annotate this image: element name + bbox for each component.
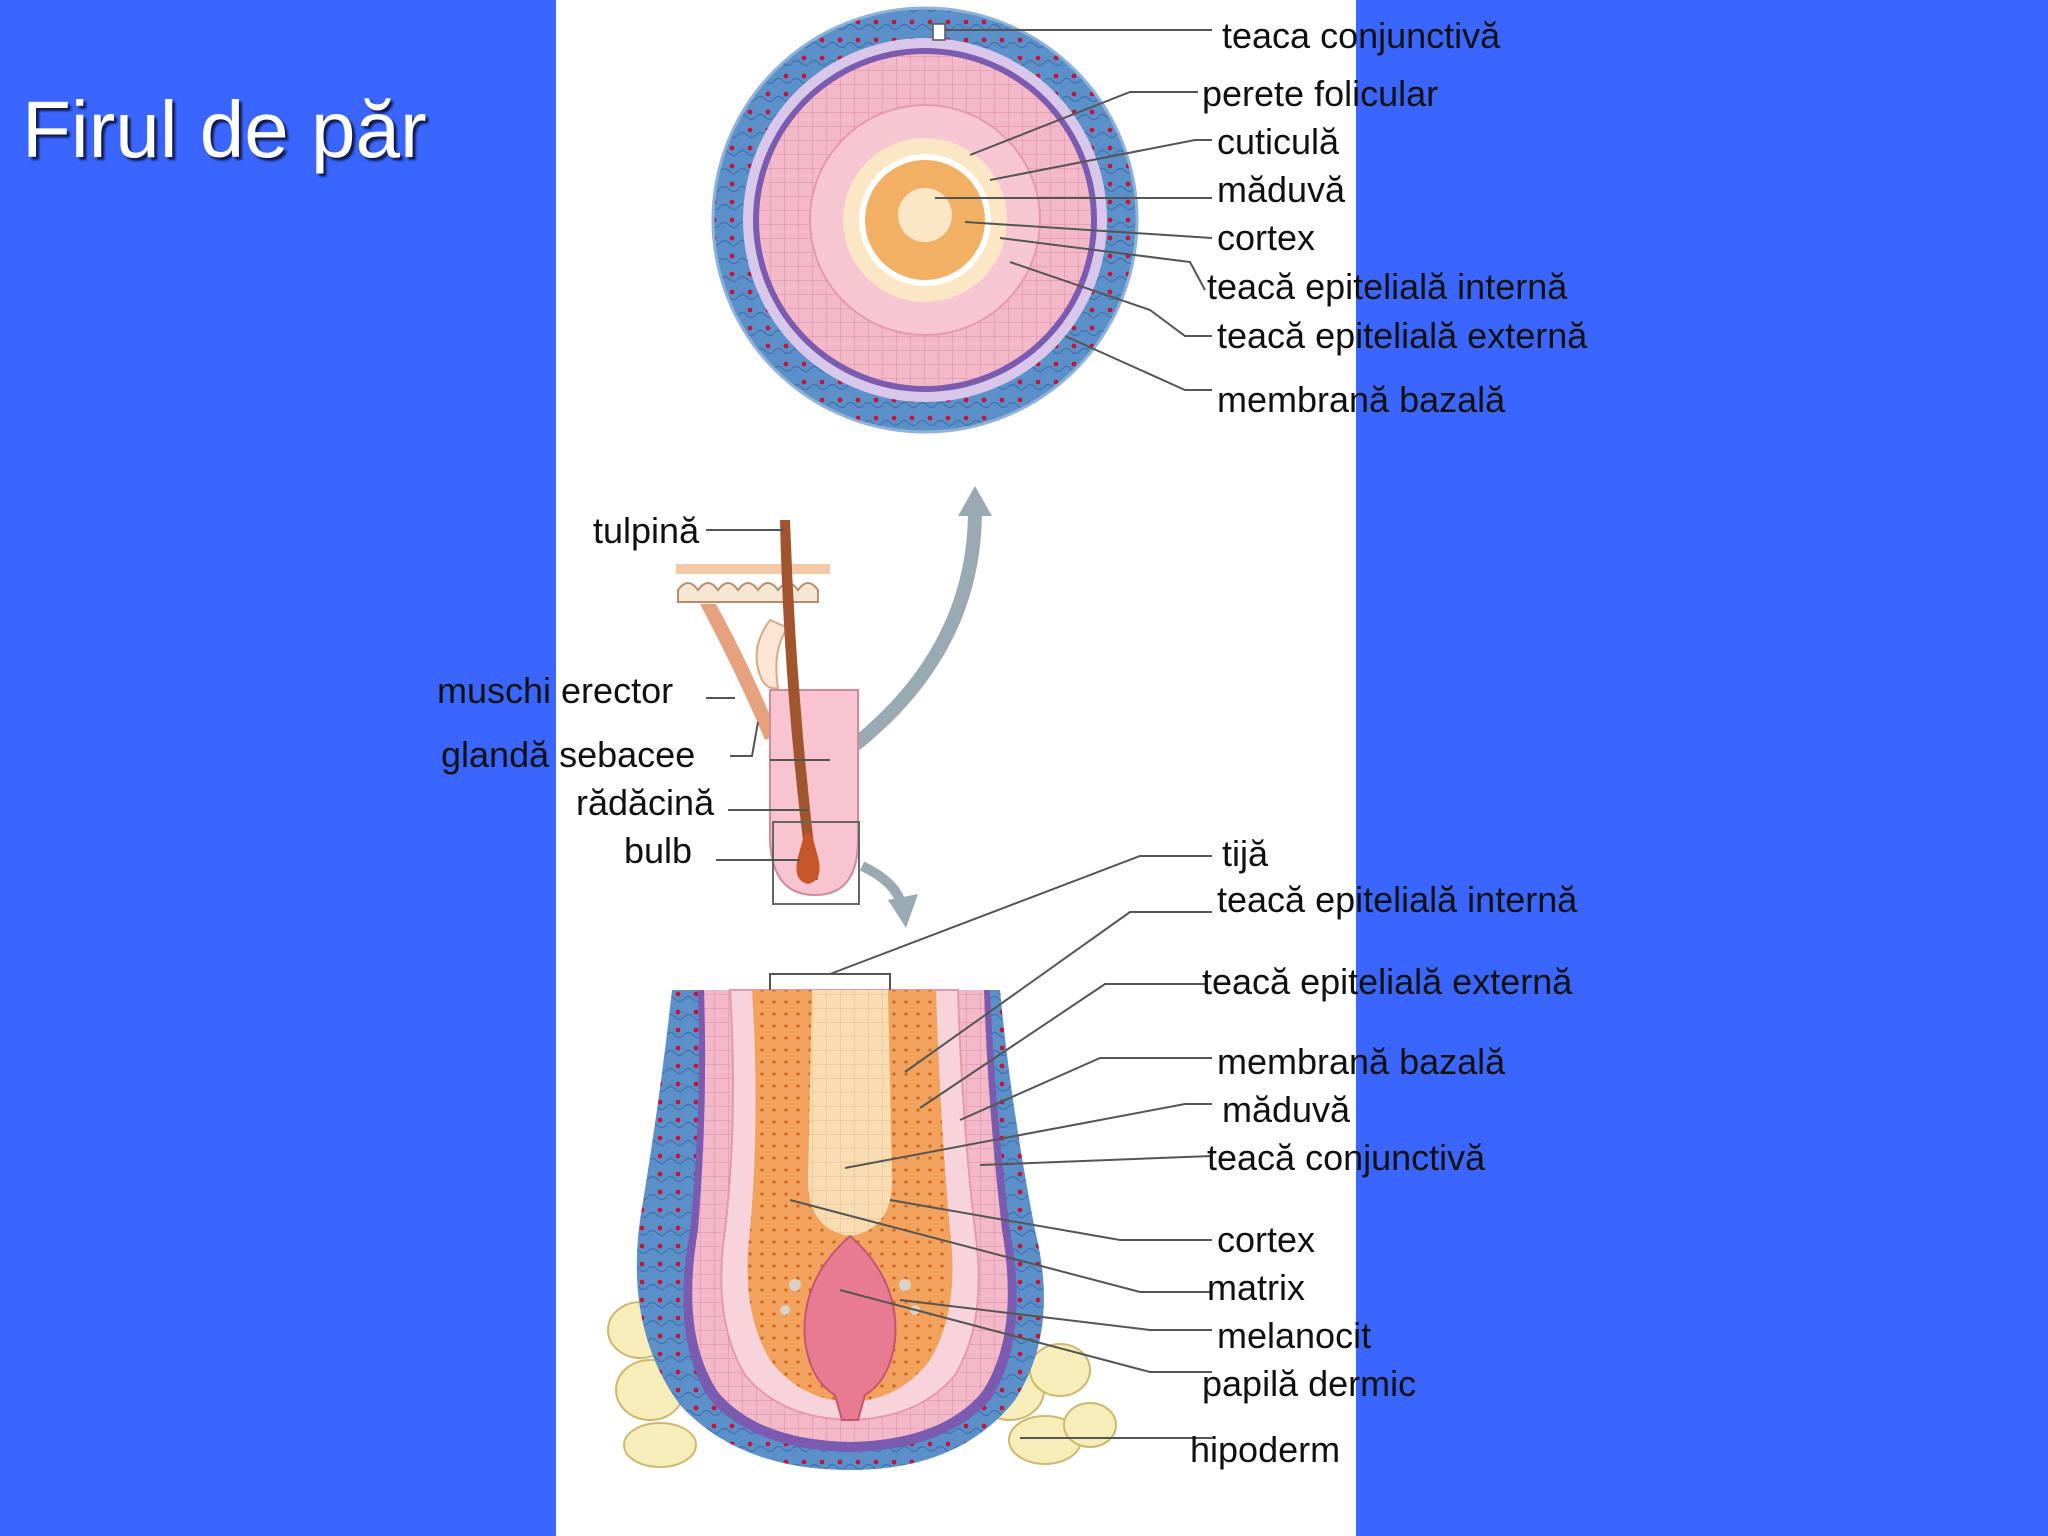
bulb-label: teacă epitelială externă: [1202, 961, 1573, 1002]
bulb-label: hipoderm: [1190, 1429, 1340, 1470]
leader-line: [969, 91, 1198, 156]
leader-line: [919, 983, 1205, 1109]
leader-line: [899, 1299, 1212, 1331]
cross-leader-lines: [935, 29, 1213, 391]
whole-hair-label: tulpină: [593, 510, 700, 551]
bulb-label: cortex: [1217, 1219, 1315, 1260]
cross-label: perete folicular: [1202, 73, 1438, 114]
leader-line: [904, 911, 1212, 1073]
bulb-label: melanocit: [1217, 1315, 1371, 1356]
cross-label: teacă epitelială internă: [1207, 266, 1568, 307]
cross-label: teacă epitelială externă: [1217, 315, 1588, 356]
leader-line: [964, 221, 1213, 239]
epidermis: [677, 582, 819, 603]
cross-medulla: [898, 188, 952, 242]
bulb-label: papilă dermic: [1202, 1363, 1416, 1404]
whole-hair-label: rădăcină: [576, 782, 715, 823]
bulb-medulla: [808, 990, 892, 1236]
whole-hair-illustration: [676, 520, 860, 905]
leader-line: [1064, 335, 1212, 391]
erector-muscle: [700, 604, 778, 740]
hair-cross-section: [711, 6, 1139, 434]
leader-line: [999, 237, 1206, 291]
leader-line: [889, 1199, 1212, 1241]
slide-title: Firul de păr: [22, 85, 427, 174]
cross-label: teaca conjunctivă: [1222, 15, 1501, 56]
leader-line: [979, 1155, 1213, 1166]
leader-line: [829, 855, 1212, 975]
hair-bulb: [796, 832, 820, 884]
cross-label: cuticulă: [1217, 121, 1340, 162]
hair-shaft: [780, 520, 818, 880]
bulb-inset-box: [772, 821, 860, 905]
whole-hair-leader-lines: [706, 529, 830, 861]
whole-hair-label: glandă sebacee: [441, 734, 695, 775]
arrow-to-cross-section: [830, 486, 992, 766]
leader-line: [730, 721, 759, 757]
sebaceous-gland: [755, 618, 790, 690]
cross-label: cortex: [1217, 217, 1315, 258]
bulb-dermal-papilla: [803, 1234, 897, 1421]
whole-hair-label: bulb: [624, 830, 692, 871]
cross-label: măduvă: [1217, 169, 1346, 210]
cross-label: membrană bazală: [1217, 379, 1506, 420]
bulb-label: teacă epitelială internă: [1217, 879, 1578, 920]
cross-marker: [932, 23, 946, 41]
shaft-bracket: [769, 973, 891, 990]
leader-line: [1009, 261, 1212, 337]
bulb-labels: tijă teacă epitelială internă teacă epit…: [1190, 833, 1578, 1470]
bulb-label: tijă: [1222, 833, 1269, 874]
whole-hair-label: muschi erector: [437, 670, 673, 711]
arrow-to-bulb-section: [859, 861, 918, 928]
bulb-label: măduvă: [1222, 1089, 1351, 1130]
bulb-label: teacă conjunctivă: [1207, 1137, 1486, 1178]
cross-labels: teaca conjunctivă perete folicular cutic…: [1202, 15, 1588, 420]
whole-hair-labels: tulpină muschi erector glandă sebacee ră…: [437, 510, 715, 871]
bulb-label: matrix: [1207, 1267, 1305, 1308]
skin-surface: [676, 564, 830, 574]
leader-line: [989, 139, 1212, 181]
leader-line: [839, 1289, 1212, 1373]
leader-line: [789, 1199, 1212, 1293]
bulb-label: membrană bazală: [1217, 1041, 1506, 1082]
bulb-leader-lines: [789, 855, 1213, 1439]
leader-line: [959, 1057, 1212, 1121]
leader-line: [844, 1103, 1212, 1169]
hair-bulb-section: [607, 973, 1117, 1470]
